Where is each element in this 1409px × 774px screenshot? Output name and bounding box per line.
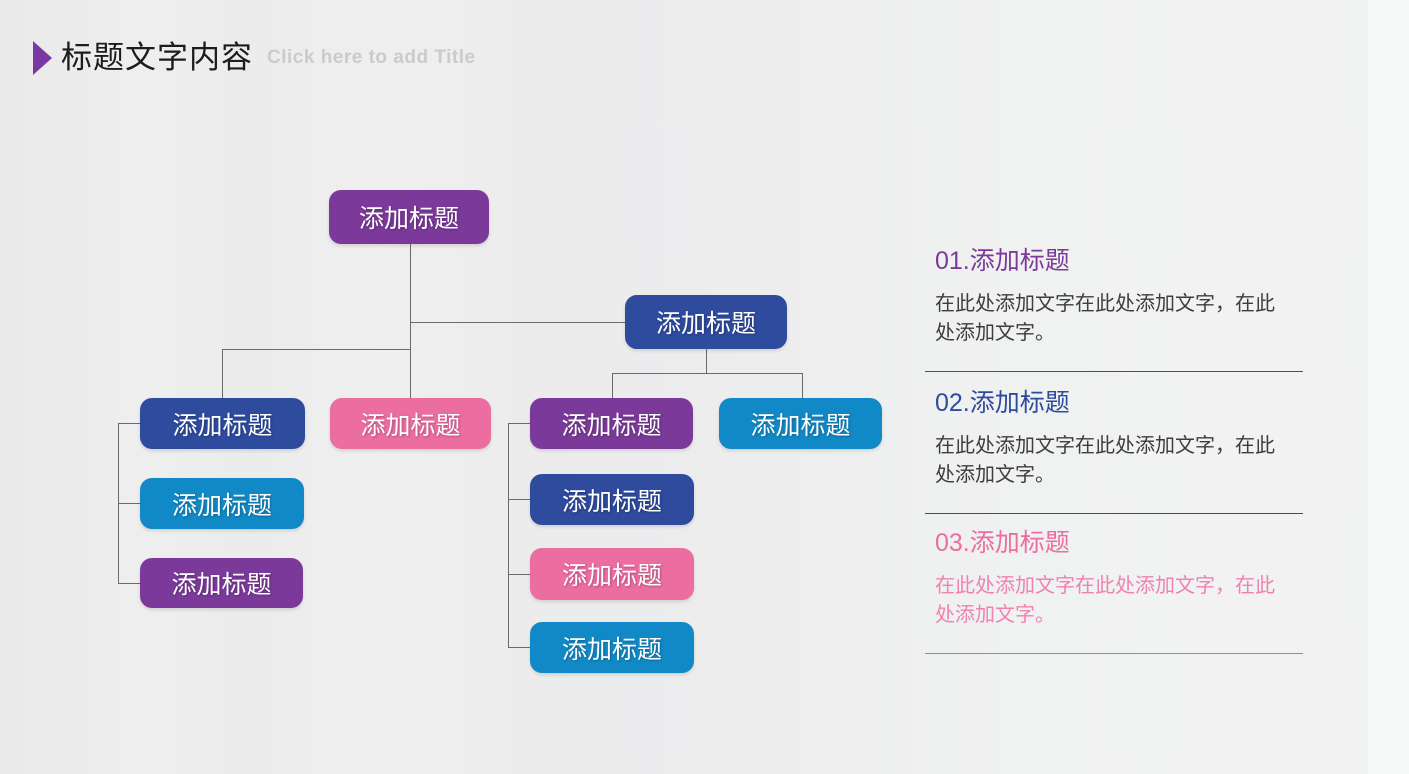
section-body: 在此处添加文字在此处添加文字，在此处添加文字。: [935, 435, 1275, 486]
section-02: 02.添加标题 在此处添加文字在此处添加文字，在此处添加文字。: [925, 388, 1303, 514]
org-node[interactable]: 添加标题: [530, 474, 694, 525]
connector-line: [612, 373, 802, 374]
org-node[interactable]: 添加标题: [719, 398, 882, 449]
section-heading: 03.添加标题: [935, 529, 1070, 557]
connector-line: [222, 349, 223, 398]
connector-line: [706, 349, 707, 373]
connector-line: [410, 244, 411, 398]
org-node[interactable]: 添加标题: [330, 398, 491, 449]
connector-line: [802, 373, 803, 398]
org-node-branch-head[interactable]: 添加标题: [625, 295, 787, 349]
section-01: 01.添加标题 在此处添加文字在此处添加文字，在此处添加文字。: [925, 246, 1303, 372]
slide-header: 标题文字内容 Click here to add Title: [33, 40, 476, 76]
section-divider: [925, 371, 1303, 372]
connector-line: [508, 423, 530, 424]
org-node[interactable]: 添加标题: [530, 622, 694, 673]
connector-line: [118, 583, 140, 584]
section-divider: [925, 653, 1303, 654]
title-placeholder-hint[interactable]: Click here to add Title: [267, 47, 476, 68]
org-node[interactable]: 添加标题: [530, 398, 693, 449]
connector-line: [118, 503, 140, 504]
org-node[interactable]: 添加标题: [140, 558, 303, 608]
connector-line: [118, 423, 140, 424]
section-03: 03.添加标题 在此处添加文字在此处添加文字，在此处添加文字。: [925, 528, 1303, 654]
section-heading: 02.添加标题: [935, 389, 1070, 417]
title-marker-icon: [33, 41, 52, 75]
section-body: 在此处添加文字在此处添加文字，在此处添加文字。: [935, 575, 1275, 626]
background-highlight-strip: [1368, 0, 1409, 774]
connector-line: [222, 349, 411, 350]
connector-line: [410, 322, 625, 323]
org-node[interactable]: 添加标题: [530, 548, 694, 600]
page-title: 标题文字内容: [61, 40, 253, 75]
connector-line: [612, 373, 613, 398]
connector-line: [508, 647, 530, 648]
connector-line: [508, 574, 530, 575]
section-heading: 01.添加标题: [935, 247, 1070, 275]
org-node-root[interactable]: 添加标题: [329, 190, 489, 244]
connector-line: [508, 499, 530, 500]
section-divider: [925, 513, 1303, 514]
connector-line: [508, 423, 509, 648]
org-node[interactable]: 添加标题: [140, 478, 304, 529]
section-body: 在此处添加文字在此处添加文字，在此处添加文字。: [935, 293, 1275, 344]
org-node[interactable]: 添加标题: [140, 398, 305, 449]
